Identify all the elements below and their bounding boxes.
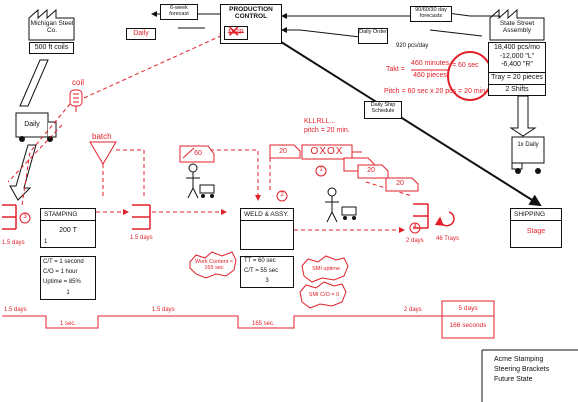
shipping-label: SHIPPING xyxy=(514,211,546,218)
timeline-total-process: 166 seconds xyxy=(449,322,487,329)
takt-pcs-day: 920 pcs/day xyxy=(396,43,429,49)
timeline-process-2: 165 sec. xyxy=(252,321,275,327)
inbound-truck-label: Daily xyxy=(24,121,40,128)
coil-label: coil xyxy=(72,78,85,87)
customer-order: Daily Order xyxy=(359,29,387,35)
takt-label: Takt = xyxy=(386,66,405,73)
supplier-forecast-box xyxy=(160,4,198,20)
weld-ct: C/T = 55 sec xyxy=(244,268,279,274)
mrp-box xyxy=(224,26,248,40)
supplier-coils: 500 ft coils xyxy=(34,44,69,51)
mrp-label: MRP xyxy=(228,29,244,36)
customer-forecast: 90/60/30 day forecasts xyxy=(415,7,447,20)
weld-data-box xyxy=(240,256,294,288)
timeline-process-1: 1 sec. xyxy=(60,321,77,327)
timeline-lead-3: 2 days xyxy=(404,307,422,313)
outbound-truck-icon xyxy=(511,136,545,164)
weld-count: 3 xyxy=(265,278,269,284)
wip-inventory-days: 1.5 days xyxy=(130,235,153,241)
ship-schedule: Daily Ship Schedule xyxy=(370,102,396,115)
heijunka-mix: OXOX xyxy=(310,146,344,157)
kllrll-note: KLLRLL... xyxy=(304,118,336,125)
stamping-data-box xyxy=(40,256,96,300)
title-line-3: Future State xyxy=(494,376,533,383)
stamping-process-box xyxy=(40,208,96,248)
customer-order-box xyxy=(358,28,388,44)
mrp-cross-icon: ✕ xyxy=(227,24,241,41)
title-line-2: Steering Brackets xyxy=(494,366,550,373)
customer-demand: 18,400 pcs/mo xyxy=(494,44,540,51)
supplier-order-box xyxy=(126,28,156,40)
fg-inventory-days: 2 days xyxy=(406,238,424,244)
supplier-factory-icon xyxy=(28,8,75,41)
wip-supermarket-icon xyxy=(132,204,151,230)
pitch-note: pitch = 20 min. xyxy=(304,127,350,134)
stamping-tonnage: 200 T xyxy=(59,227,77,234)
timeline-total-box xyxy=(441,300,495,339)
batch-label: batch xyxy=(92,132,112,141)
shipping-process-box xyxy=(510,208,562,248)
customer-mix-l: -12,000 "L" xyxy=(499,53,535,60)
supplier-coil-box xyxy=(29,42,74,54)
kaizen-work-content: Work Content < 165 sec xyxy=(194,259,234,272)
customer-name: State Street Assembly xyxy=(499,20,535,35)
stamping-uptime: Uptime = 85% xyxy=(43,279,81,285)
stamping-label: STAMPING xyxy=(44,211,78,218)
fg-supermarket-icon xyxy=(413,203,429,229)
circle-number-3: 3 xyxy=(23,214,27,220)
stamping-count: 1 xyxy=(66,290,70,296)
weld-assy-process-box xyxy=(240,208,294,250)
customer-mix-r: -6,400 "R" xyxy=(501,61,533,68)
takt-result: = 60 sec xyxy=(452,62,479,69)
circle-number-1: 1 xyxy=(319,167,323,173)
kaizen-co: SMI C/O = 0 xyxy=(308,292,340,298)
customer-shifts: 2 Shifts xyxy=(505,86,529,93)
supplier-order: Daily xyxy=(133,30,149,37)
timeline-lead-2: 1.5 days xyxy=(152,307,175,313)
takt-denominator: 460 pieces xyxy=(413,72,447,79)
pitch-formula: Pitch = 60 sec x 20 pcs = 20 min. xyxy=(384,88,488,95)
weld-tt: TT = 60 sec xyxy=(244,258,276,264)
takt-numerator: 460 minutes xyxy=(410,60,450,67)
customer-forecast-box xyxy=(410,6,452,22)
post-kanban-qty: 60 xyxy=(194,150,202,157)
stamping-ct: C/T = 1 second xyxy=(43,259,84,265)
withdraw-kanban-1: 20 xyxy=(279,148,287,155)
circle-number-4: 4 xyxy=(413,224,417,230)
supplier-name: Michigan Steel Co. xyxy=(30,20,74,35)
supplier-forecast: 6-week forecast xyxy=(169,5,189,18)
fg-trays: 46 Trays xyxy=(436,236,460,242)
batch-signal-kanban-icon xyxy=(89,141,117,165)
kaizen-uptime: SMI uptime xyxy=(312,266,340,272)
outbound-truck-label: 1x Daily xyxy=(517,142,539,148)
customer-tray: Tray = 20 pieces xyxy=(491,74,543,81)
circle-number-2: 2 xyxy=(280,192,284,198)
raw-supermarket-icon xyxy=(2,204,17,230)
production-control-label: PRODUCTION CONTROL xyxy=(229,6,273,21)
customer-data-box xyxy=(488,42,546,96)
title-line-1: Acme Stamping xyxy=(494,356,544,363)
customer-factory-icon xyxy=(489,8,545,41)
ship-schedule-box xyxy=(364,101,402,119)
stamping-co: C/O = 1 hour xyxy=(43,269,78,275)
timeline-total-lead: 5 days xyxy=(458,305,478,312)
stamping-operators: 1 xyxy=(44,239,48,245)
timeline xyxy=(2,315,442,329)
withdraw-kanban-3: 20 xyxy=(396,180,404,187)
shipping-stage: Stage xyxy=(526,228,546,235)
timeline-lead-1: 1.5 days xyxy=(4,307,27,313)
raw-inventory-days: 1.5 days xyxy=(2,240,25,246)
weld-assy-label: WELD & ASSY. xyxy=(244,211,289,218)
withdraw-kanban-2: 20 xyxy=(367,167,375,174)
